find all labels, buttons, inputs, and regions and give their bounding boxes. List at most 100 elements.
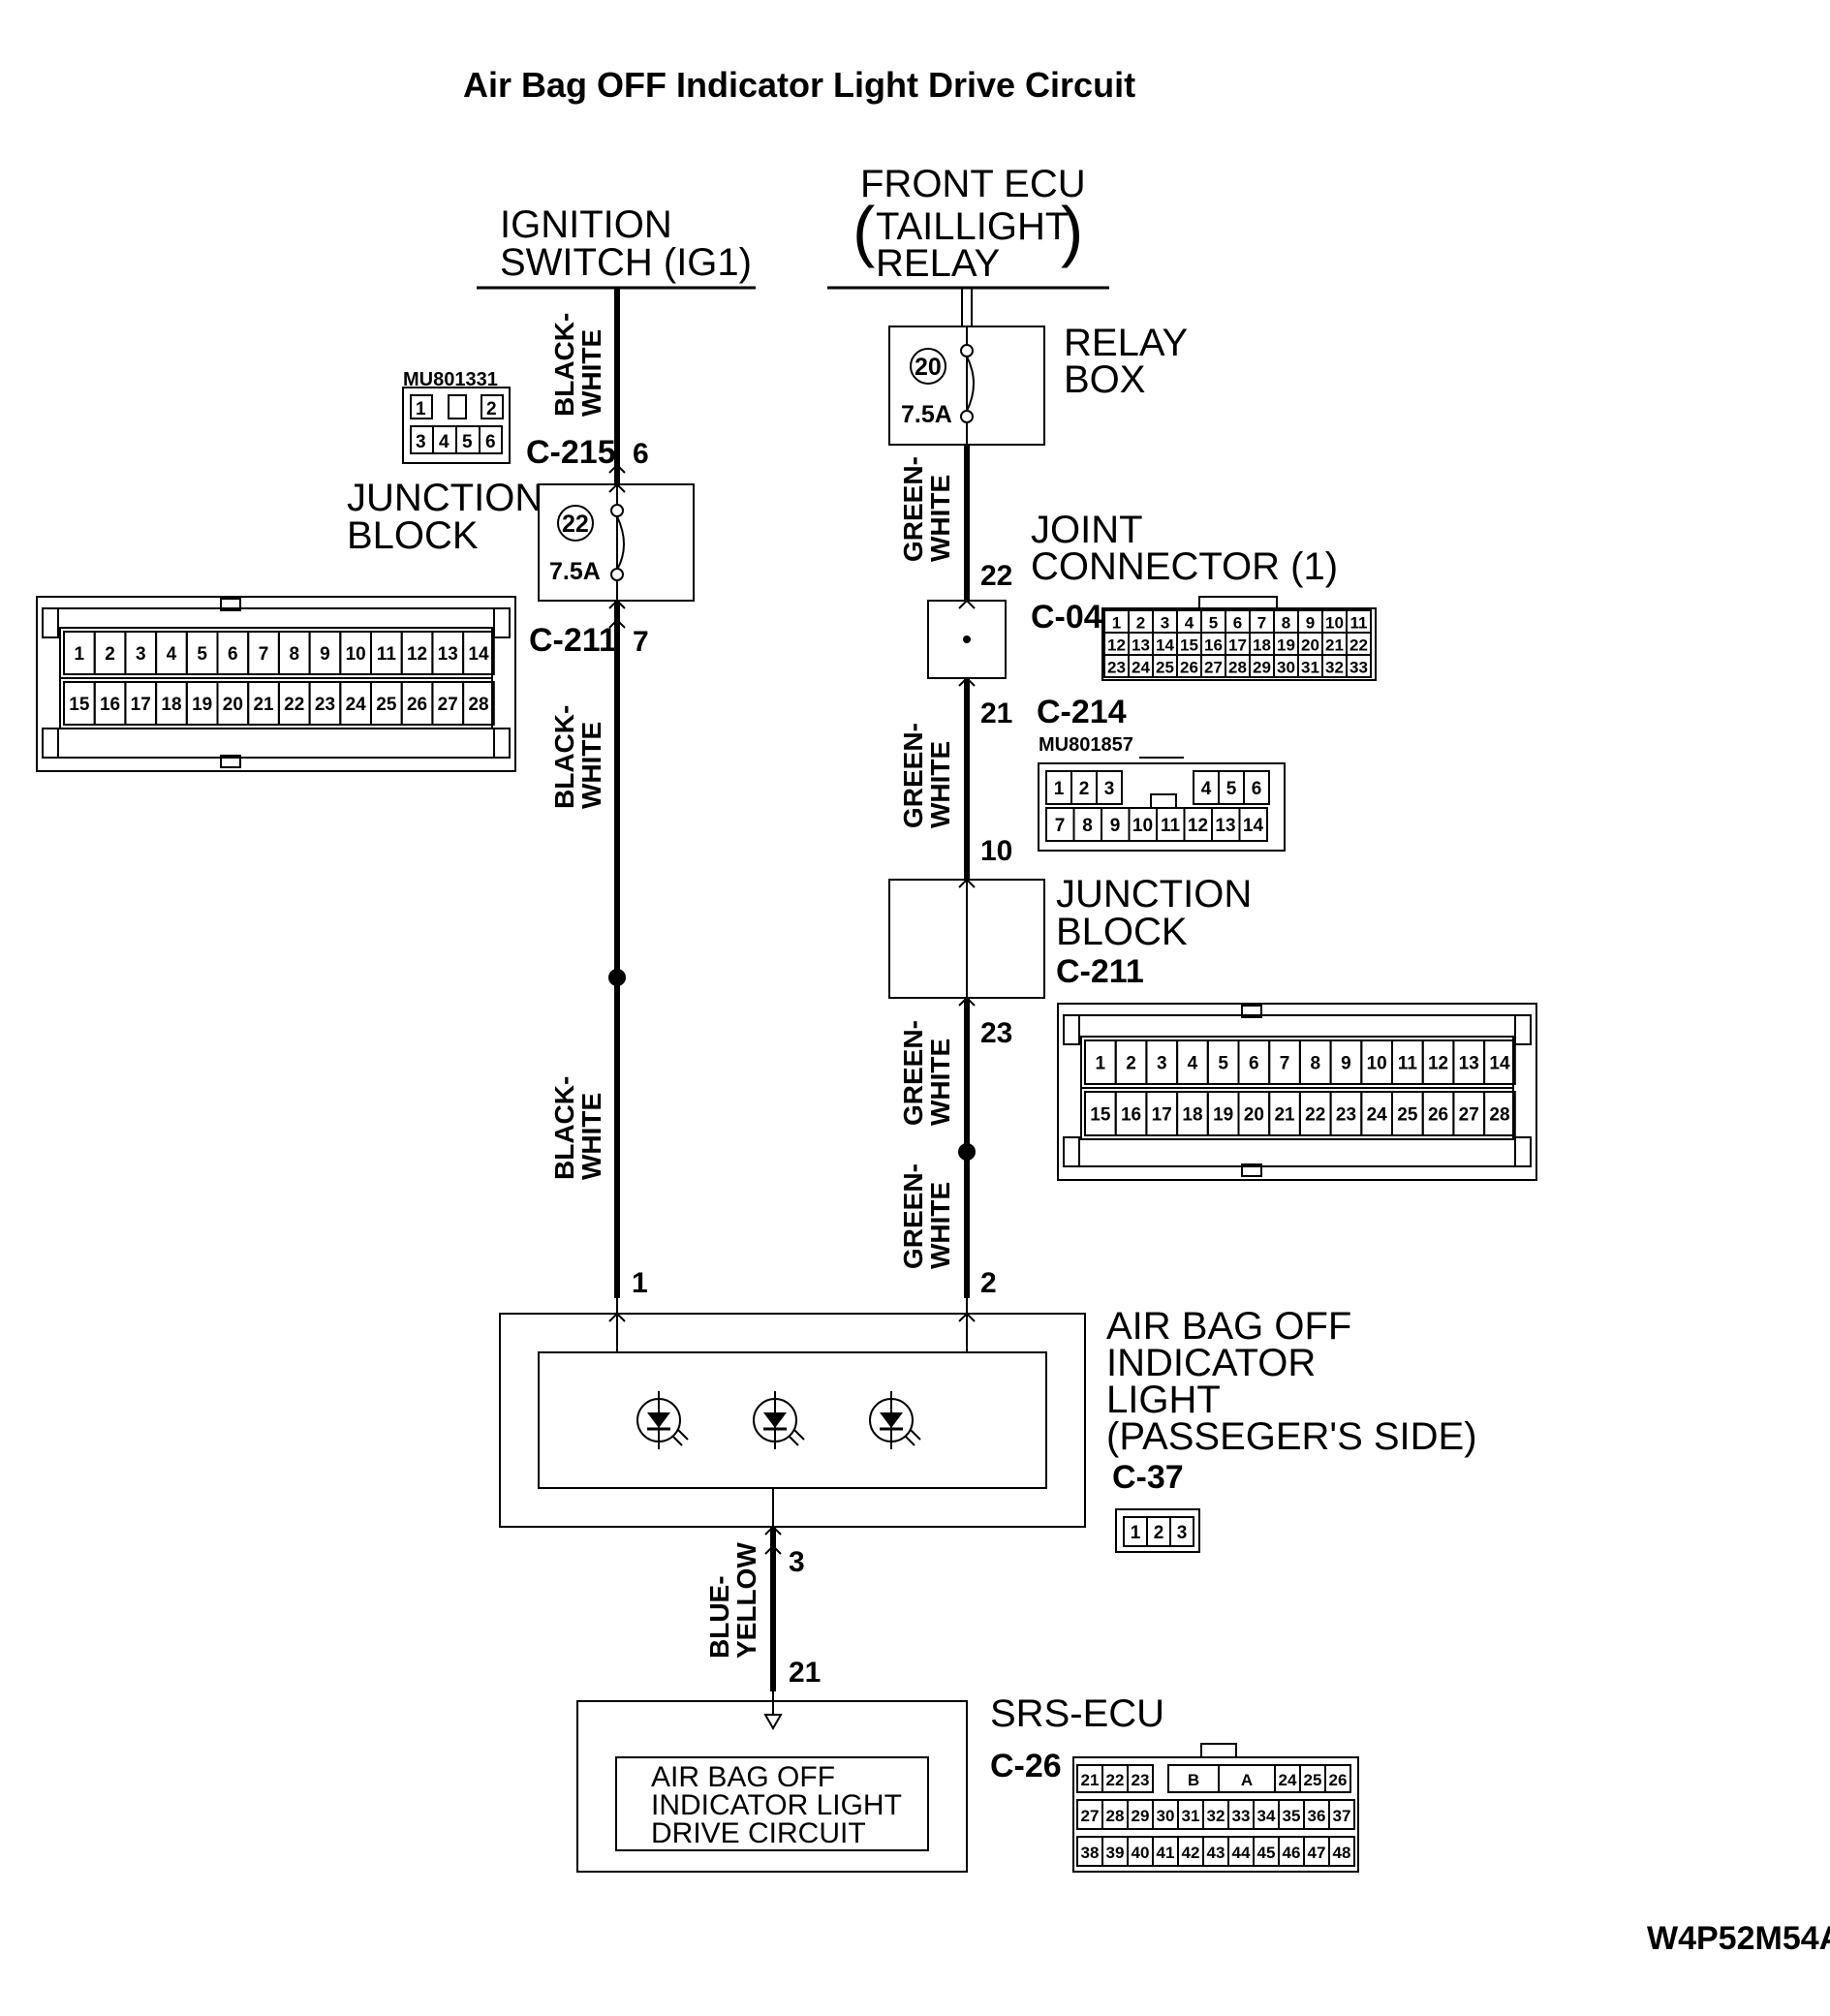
connector-cell (1324, 1764, 1351, 1793)
connector-cell-label: 36 (1308, 1807, 1326, 1825)
joint-connector-box (927, 600, 1007, 679)
connector-cell-label: 26 (1329, 1771, 1348, 1789)
mu801331-cell: 4 (439, 432, 450, 452)
connector-cell-label: 19 (1213, 1105, 1233, 1126)
connector-cell-label: 13 (1215, 816, 1235, 836)
svg-text:GREEN-: GREEN- (898, 1163, 928, 1269)
connector-cell-label: 45 (1257, 1844, 1276, 1862)
pin-21: 21 (980, 698, 1012, 729)
svg-text:YELLOW: YELLOW (731, 1542, 761, 1659)
connector-cell-label: 5 (197, 644, 207, 665)
svg-text:BLACK-: BLACK- (549, 705, 579, 809)
connector-cell-label: 10 (346, 644, 366, 665)
svg-text:WHITE: WHITE (576, 329, 606, 417)
indicator-label-line2: INDICATOR (1106, 1342, 1316, 1384)
indicator-led-group (636, 1391, 921, 1449)
connector-cell-label: 23 (1336, 1105, 1356, 1126)
connector-cell-label: 9 (1306, 614, 1315, 633)
srs-ecu-label: SRS-ECU (990, 1692, 1164, 1735)
connector-cell-label: 38 (1081, 1844, 1100, 1862)
c211-right-code: C-211 (1056, 953, 1144, 990)
junction-block-top-line1: JUNCTION (347, 477, 543, 519)
fuse-22-number: 22 (562, 511, 589, 538)
splice-point-right (958, 1143, 976, 1161)
connector-cell-label: 3 (136, 644, 146, 665)
connector-cell-label: 13 (1459, 1054, 1479, 1074)
mu801331-cell: 1 (416, 399, 426, 419)
connector-cell (1096, 770, 1123, 805)
connector-cell-label: 7 (1257, 614, 1266, 633)
connector-cell-label: 4 (1185, 614, 1194, 633)
connector-cell-label: 24 (1279, 1771, 1297, 1789)
connector-cell-label: 7 (1055, 816, 1066, 836)
connector-cell-label: 21 (253, 695, 274, 715)
connector-cell-label: 8 (289, 644, 299, 665)
connector-cell-label: 25 (1304, 1771, 1322, 1789)
connector-cell-label: 43 (1207, 1844, 1225, 1862)
connector-cell-label: 28 (1228, 659, 1247, 677)
connector-cell-label: 35 (1283, 1807, 1301, 1825)
connector-cell-label: 13 (1132, 636, 1150, 655)
connector-cell-label: 26 (1180, 659, 1198, 677)
wire-label-gw-1: GREEN- WHITE (898, 456, 955, 562)
mu801331-cell: 5 (462, 432, 473, 452)
connector-cell-label: 15 (1180, 636, 1198, 655)
connector-cell-label: 10 (1325, 614, 1344, 633)
mu801857-part-number: MU801857 (1039, 734, 1133, 756)
connector-cell-label: 19 (192, 695, 212, 715)
connector-cell-label: 2 (1079, 779, 1090, 799)
mu801331-cell: 6 (485, 432, 496, 452)
pin-chevron (608, 618, 626, 629)
pin-chevron (608, 463, 626, 474)
connector-cell (1238, 807, 1268, 842)
srs-circuit-line2: INDICATOR LIGHT (651, 1789, 902, 1821)
led-icon (636, 1391, 689, 1449)
junction-block-top-line2: BLOCK (347, 514, 479, 557)
connector-cell-label: 20 (1301, 636, 1319, 655)
pin-2: 2 (980, 1267, 997, 1299)
connector-cell-label: 26 (407, 695, 427, 715)
connector-cell-label: 25 (376, 695, 397, 715)
connector-cell-label: 34 (1257, 1807, 1276, 1825)
connector-cell (1328, 1836, 1355, 1867)
led-icon (869, 1391, 921, 1449)
connector-cell-label: 4 (167, 644, 177, 665)
relay-box: 20 7.5A (888, 326, 1045, 446)
connector-cell-label: 10 (1132, 816, 1153, 836)
pin-3: 3 (789, 1546, 805, 1578)
connector-cell-label: 19 (1277, 636, 1295, 655)
connector-cell-label: 4 (1201, 779, 1212, 799)
pin-chevron (608, 599, 626, 609)
connector-cell-label: 29 (1253, 659, 1271, 677)
front-ecu-line2: RELAY (876, 242, 1000, 285)
pin-chevron (958, 676, 976, 687)
connector-cell-label: 1 (1054, 779, 1065, 799)
front-ecu-label: FRONT ECU (860, 163, 1086, 205)
figure-id: W4P52M54AA (1647, 1920, 1830, 1957)
svg-text:GREEN-: GREEN- (898, 456, 928, 562)
connector-cell-label: 1 (75, 644, 85, 665)
connector-cell-label: 20 (1244, 1105, 1264, 1126)
connector-cell (1127, 1764, 1154, 1793)
pin-7: 7 (633, 626, 649, 658)
pin-chevron (958, 599, 976, 609)
connector-cell-label: 22 (284, 695, 304, 715)
mu801331-cell: 2 (486, 399, 497, 419)
mu801331-cell: 3 (416, 432, 426, 452)
pin-23: 23 (980, 1017, 1012, 1049)
connector-cell-label: 12 (1188, 816, 1208, 836)
joint-connector-line2: CONNECTOR (1) (1031, 545, 1338, 588)
connector-cell-label: 31 (1182, 1807, 1200, 1825)
connector-cell-label: 12 (1107, 636, 1126, 655)
svg-text:BLACK-: BLACK- (549, 313, 579, 417)
front-ecu-line1: TAILLIGHT (876, 205, 1069, 248)
connector-cell-label: 25 (1397, 1105, 1418, 1126)
connector-cell-label: 48 (1333, 1844, 1351, 1862)
connector-cell-label: 6 (1252, 779, 1262, 799)
indicator-outer-box (499, 1298, 1086, 1528)
fuse-20-number: 20 (915, 354, 942, 381)
svg-text:WHITE: WHITE (576, 722, 606, 809)
